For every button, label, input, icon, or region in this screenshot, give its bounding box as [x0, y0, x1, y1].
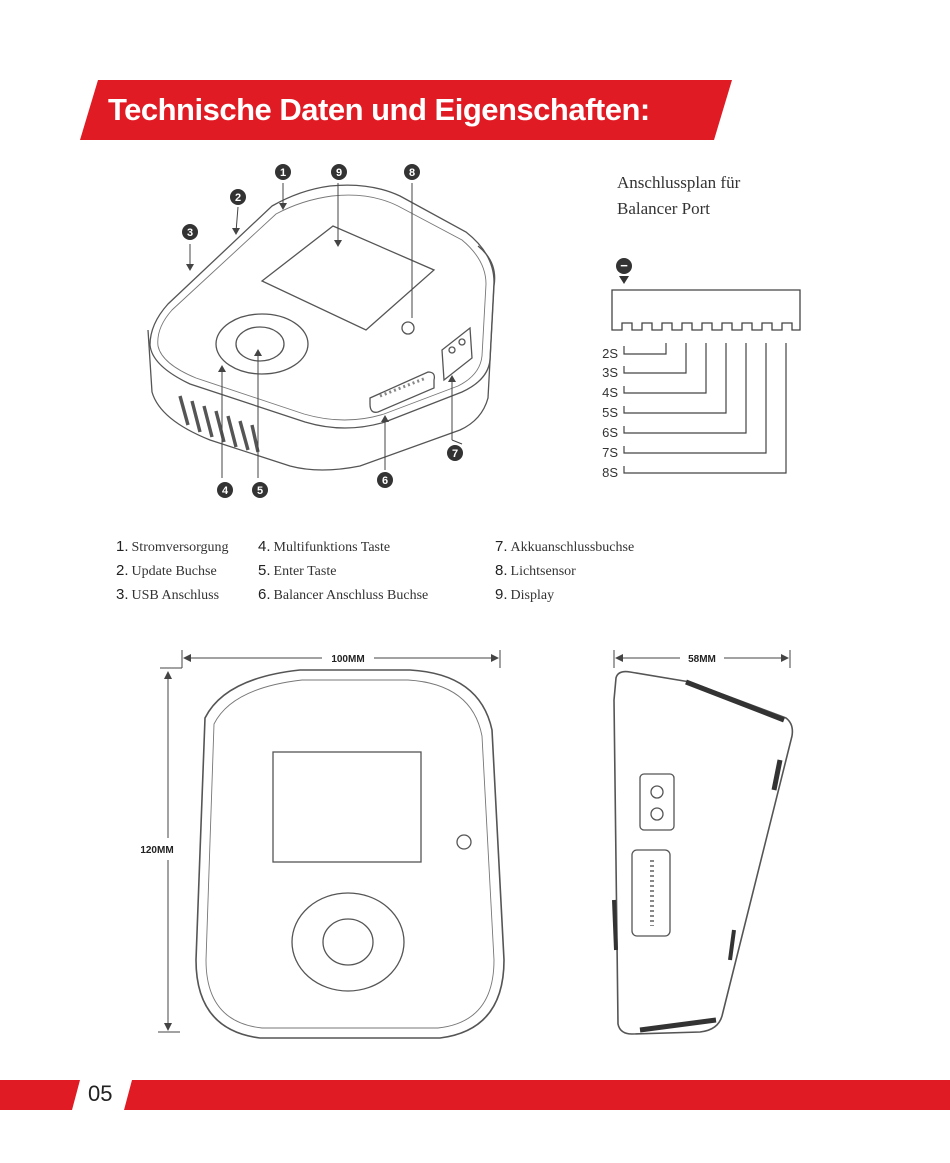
footer-bar-left: [0, 1080, 80, 1110]
page-title: Technische Daten und Eigenschaften:: [108, 92, 650, 127]
callout-3: 3: [182, 224, 198, 240]
multifunction-knob: [215, 313, 309, 375]
title-banner-shape: [80, 80, 732, 140]
side-battery-port: [639, 773, 675, 831]
balancer-diagram-title: Anschlussplan für Balancer Port: [617, 170, 817, 222]
pin-label-3s: 3S: [602, 365, 618, 380]
svg-text:1: 1: [280, 167, 286, 179]
legend-item: 2.Update Buchse: [116, 562, 217, 579]
front-enter-button: [322, 918, 374, 966]
svg-text:9: 9: [336, 167, 342, 179]
pin-label-8s: 8S: [602, 465, 618, 480]
legend-item: 8.Lichtsensor: [495, 562, 576, 579]
screen-outline: [260, 225, 436, 331]
callout-leaders: [189, 183, 463, 478]
legend-column-1: 1.Stromversorgung 2.Update Buchse 3.USB …: [116, 535, 228, 607]
side-view-drawing: [612, 670, 794, 1035]
svg-text:3: 3: [187, 227, 193, 239]
callout-5: 5: [252, 482, 268, 498]
front-light-sensor-icon: [456, 834, 472, 850]
light-sensor-icon: [401, 321, 415, 335]
balancer-title-line1: Anschlussplan für: [617, 173, 741, 192]
legend-item: 6.Balancer Anschluss Buchse: [258, 586, 429, 603]
pin-label-7s: 7S: [602, 445, 618, 460]
legend-item: 1.Stromversorgung: [116, 538, 229, 555]
legend-item: 9.Display: [495, 586, 555, 603]
balancer-pin-diagram: [611, 276, 801, 474]
front-view-drawing: [195, 669, 505, 1039]
svg-text:7: 7: [452, 448, 458, 460]
callout-2: 2: [230, 189, 246, 205]
pin-label-2s: 2S: [602, 346, 618, 361]
legend-item: 3.USB Anschluss: [116, 586, 220, 603]
legend-column-3: 7.Akkuanschlussbuchse 8.Lichtsensor 9.Di…: [495, 535, 634, 607]
depth-label: 58MM: [688, 654, 716, 665]
width-dimension: [160, 650, 501, 669]
height-dimension: [158, 672, 180, 1033]
height-label: 120MM: [140, 845, 173, 856]
svg-text:−: −: [620, 258, 628, 273]
balancer-port: [369, 371, 436, 413]
minus-marker: −: [616, 258, 632, 274]
svg-text:6: 6: [382, 475, 388, 487]
battery-port: [441, 326, 473, 382]
pin-label-6s: 6S: [602, 425, 618, 440]
side-balancer-port: [631, 849, 671, 937]
depth-dimension: [613, 650, 791, 668]
svg-text:8: 8: [409, 167, 415, 179]
callout-9: 9: [331, 164, 347, 180]
svg-text:2: 2: [235, 192, 241, 204]
title-banner: [80, 80, 732, 140]
callout-markers: 1 2 3 4 5 6 7 8 9: [182, 164, 463, 498]
front-multifunction-knob: [291, 892, 405, 992]
callout-4: 4: [217, 482, 233, 498]
callout-8: 8: [404, 164, 420, 180]
enter-button: [235, 326, 285, 362]
balancer-title-line2: Balancer Port: [617, 199, 710, 218]
footer-bar-right: [124, 1080, 950, 1110]
legend-item: 4.Multifunktions Taste: [258, 538, 391, 555]
device-perspective-drawing: [147, 184, 496, 471]
legend-item: 5.Enter Taste: [258, 562, 337, 579]
legend-column-2: 4.Multifunktions Taste 5.Enter Taste 6.B…: [258, 535, 428, 607]
page-number: 05: [88, 1081, 113, 1106]
callout-6: 6: [377, 472, 393, 488]
balancer-pin-labels: 2S 3S 4S 5S 6S 7S 8S: [602, 346, 618, 480]
svg-text:5: 5: [257, 485, 263, 497]
width-label: 100MM: [331, 654, 364, 665]
legend-item: 7.Akkuanschlussbuchse: [495, 538, 635, 555]
callout-1: 1: [275, 164, 291, 180]
callout-7: 7: [447, 445, 463, 461]
front-screen: [272, 751, 422, 863]
pin-label-5s: 5S: [602, 405, 618, 420]
pin-label-4s: 4S: [602, 385, 618, 400]
svg-text:4: 4: [222, 485, 229, 497]
